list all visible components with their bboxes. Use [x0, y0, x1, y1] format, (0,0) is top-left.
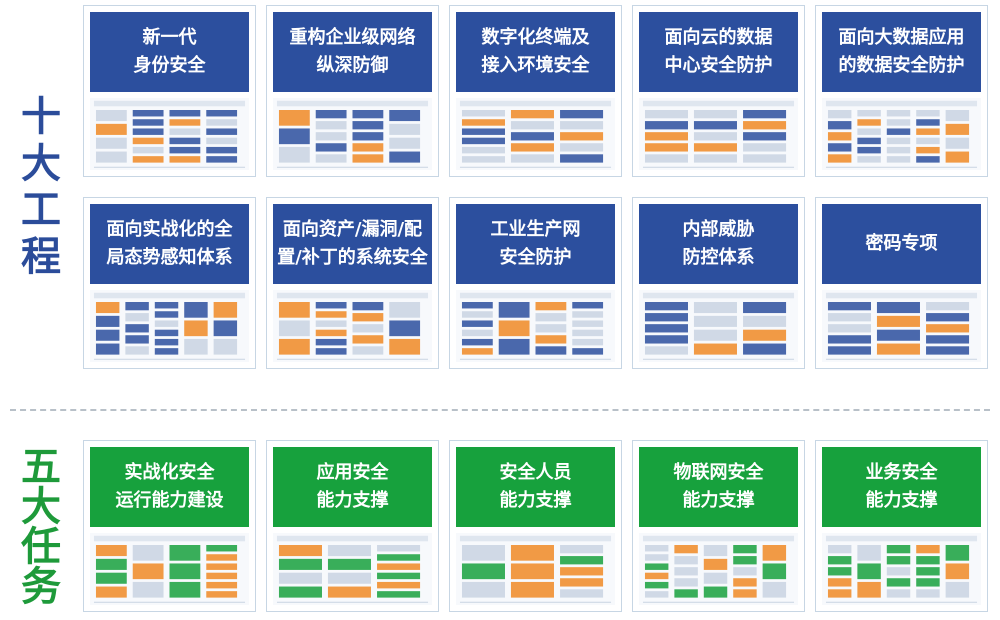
diagram-thumbnail [822, 98, 981, 170]
task-title: 实战化安全 运行能力建设 [90, 447, 249, 527]
project-title: 数字化终端及 接入环境安全 [456, 12, 615, 92]
project-title: 面向资产/漏洞/配 置/补丁的系统安全 [273, 204, 432, 284]
project-card[interactable]: 数字化终端及 接入环境安全 [449, 5, 622, 177]
architecture-thumbnail-icon [459, 100, 612, 168]
diagram-thumbnail [822, 290, 981, 362]
task-card[interactable]: 实战化安全 运行能力建设 [83, 440, 256, 612]
five-tasks-char: 任 [21, 524, 61, 570]
architecture-thumbnail-icon [642, 100, 795, 168]
project-title: 面向云的数据 中心安全防护 [639, 12, 798, 92]
diagram-thumbnail [456, 98, 615, 170]
diagram-thumbnail [273, 533, 432, 605]
architecture-thumbnail-icon [459, 535, 612, 603]
project-title: 面向实战化的全 局态势感知体系 [90, 204, 249, 284]
diagram-thumbnail [639, 98, 798, 170]
architecture-thumbnail-icon [459, 292, 612, 360]
architecture-thumbnail-icon [825, 292, 978, 360]
diagram-thumbnail [456, 533, 615, 605]
task-title: 业务安全 能力支撑 [822, 447, 981, 527]
ten-projects-char: 大 [21, 140, 61, 187]
five-tasks-label: 五 大 任 务 [14, 447, 68, 607]
project-title: 新一代 身份安全 [90, 12, 249, 92]
task-title: 安全人员 能力支撑 [456, 447, 615, 527]
diagram-thumbnail [456, 290, 615, 362]
project-title: 密码专项 [822, 204, 981, 284]
architecture-thumbnail-icon [276, 535, 429, 603]
task-card[interactable]: 安全人员 能力支撑 [449, 440, 622, 612]
project-card[interactable]: 密码专项 [815, 197, 988, 369]
project-card[interactable]: 面向大数据应用 的数据安全防护 [815, 5, 988, 177]
project-card[interactable]: 新一代 身份安全 [83, 5, 256, 177]
project-title: 重构企业级网络 纵深防御 [273, 12, 432, 92]
architecture-thumbnail-icon [93, 100, 246, 168]
diagram-thumbnail [90, 533, 249, 605]
diagram-thumbnail [90, 98, 249, 170]
ten-projects-label: 十 大 工 程 [14, 97, 68, 277]
project-card[interactable]: 重构企业级网络 纵深防御 [266, 5, 439, 177]
task-card[interactable]: 业务安全 能力支撑 [815, 440, 988, 612]
diagram-thumbnail [639, 533, 798, 605]
architecture-thumbnail-icon [276, 292, 429, 360]
architecture-thumbnail-icon [642, 535, 795, 603]
ten-projects-char: 十 [21, 94, 61, 140]
architecture-thumbnail-icon [93, 292, 246, 360]
project-card[interactable]: 面向资产/漏洞/配 置/补丁的系统安全 [266, 197, 439, 369]
project-card[interactable]: 面向云的数据 中心安全防护 [632, 5, 805, 177]
diagram-thumbnail [273, 98, 432, 170]
architecture-thumbnail-icon [642, 292, 795, 360]
diagram-thumbnail [822, 533, 981, 605]
project-card[interactable]: 内部威胁 防控体系 [632, 197, 805, 369]
five-tasks-char: 五 [21, 444, 61, 490]
task-title: 物联网安全 能力支撑 [639, 447, 798, 527]
ten-projects-char: 工 [21, 187, 61, 234]
project-title: 工业生产网 安全防护 [456, 204, 615, 284]
section-divider [10, 409, 990, 411]
diagram-thumbnail [273, 290, 432, 362]
task-title: 应用安全 能力支撑 [273, 447, 432, 527]
projects-grid: 新一代 身份安全重构企业级网络 纵深防御数字化终端及 接入环境安全面向云的数据 … [83, 5, 988, 369]
architecture-thumbnail-icon [93, 535, 246, 603]
architecture-thumbnail-icon [825, 535, 978, 603]
task-card[interactable]: 应用安全 能力支撑 [266, 440, 439, 612]
architecture-thumbnail-icon [276, 100, 429, 168]
project-card[interactable]: 工业生产网 安全防护 [449, 197, 622, 369]
task-card[interactable]: 物联网安全 能力支撑 [632, 440, 805, 612]
five-tasks-char: 大 [21, 484, 61, 530]
ten-projects-char: 程 [21, 233, 61, 280]
project-title: 内部威胁 防控体系 [639, 204, 798, 284]
diagram-thumbnail [639, 290, 798, 362]
diagram-thumbnail [90, 290, 249, 362]
tasks-grid: 实战化安全 运行能力建设应用安全 能力支撑安全人员 能力支撑物联网安全 能力支撑… [83, 440, 988, 612]
five-tasks-char: 务 [21, 564, 61, 610]
project-card[interactable]: 面向实战化的全 局态势感知体系 [83, 197, 256, 369]
project-title: 面向大数据应用 的数据安全防护 [822, 12, 981, 92]
architecture-thumbnail-icon [825, 100, 978, 168]
